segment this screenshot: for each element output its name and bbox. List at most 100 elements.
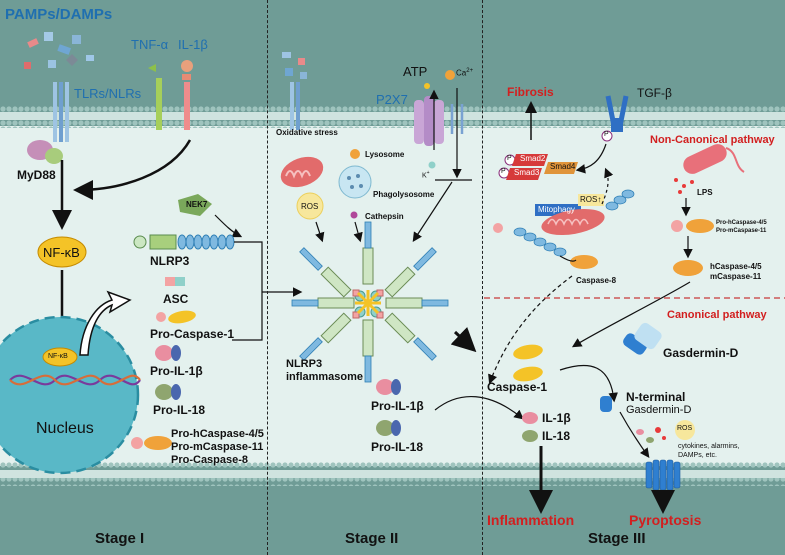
- caspase8-label: Caspase-8: [576, 276, 617, 285]
- il1b-protein: [522, 412, 538, 424]
- bacterium-icon: [683, 144, 745, 174]
- mitochondrion-icon: [280, 156, 324, 188]
- nlrp3-inflammasome-complex: [291, 221, 449, 383]
- pro-casp45-label-1: Pro-hCaspase-4/5: [716, 220, 767, 226]
- stage2-pro-il1b-label: Pro-IL-1β: [371, 399, 424, 413]
- oxidative-stress-label: Oxidative stress: [276, 128, 338, 137]
- nek7-protein: [178, 194, 212, 216]
- tnf-label: TNF-α: [131, 37, 169, 52]
- pamps-damps-title: PAMPs/DAMPs: [5, 6, 113, 23]
- pro-casp45-label-2: Pro-mCaspase-11: [716, 228, 767, 234]
- atp-label: ATP: [403, 64, 428, 79]
- ion-channel: [450, 104, 464, 134]
- phagolysosome-label: Phagolysosome: [373, 190, 435, 199]
- pro-caspase-group-2: Pro-mCaspase-11: [171, 441, 264, 453]
- nfkb-small-label: NF-κB: [48, 353, 68, 360]
- mitophagy-label: Mitophagy: [538, 205, 575, 214]
- tnf-receptor: [148, 64, 162, 130]
- damps-label-1: cytokines, alarmins,: [678, 443, 740, 450]
- nek7-label: NEK7: [186, 200, 208, 209]
- nfkb-node: [37, 236, 87, 268]
- tgfb-label: TGF-β: [637, 86, 672, 100]
- arrow-il1-nfkb: [73, 139, 192, 200]
- stage2-pro-il1b-protein: [376, 379, 401, 395]
- smad4-shape: [544, 162, 578, 174]
- atp-icon: [424, 83, 430, 89]
- pro-caspase1-protein: [156, 310, 196, 324]
- pro-il1b-label: Pro-IL-1β: [150, 364, 203, 378]
- pro-caspase1-label: Pro-Caspase-1: [150, 327, 235, 341]
- pro-il18-label: Pro-IL-18: [153, 403, 206, 417]
- asc-protein: [165, 277, 185, 286]
- helix-protein: [513, 189, 635, 257]
- cathepsin-label: Cathepsin: [365, 212, 404, 221]
- stage2-receptor: [290, 82, 300, 130]
- gasdermin-label: Gasdermin-D: [663, 346, 739, 360]
- smad-p2-label: P: [501, 168, 506, 175]
- hcaspase-label-1: hCaspase-4/5: [710, 262, 762, 271]
- noncanonical-label: Non-Canonical pathway: [650, 134, 775, 146]
- nterminal-gasdermin-icon: [600, 396, 612, 412]
- p2x7-channel: [414, 96, 444, 146]
- damps-label-2: DAMPs, etc.: [678, 452, 717, 459]
- nfkb-label: NF-κB: [43, 245, 80, 260]
- ros-cluster-icon: [675, 420, 695, 440]
- pro-caspase-group-3: Pro-Caspase-8: [171, 454, 249, 466]
- nfkb-small-node: [42, 347, 78, 367]
- lysosome-label: Lysosome: [365, 150, 405, 159]
- smad2-label: Smad2: [520, 154, 546, 163]
- inflammasome-label-2: inflammasome: [286, 371, 364, 383]
- pro-il18-protein: [155, 384, 181, 400]
- inflammasome-label-1: NLRP3: [286, 358, 323, 370]
- ros-up-label: ROS↑: [580, 195, 602, 204]
- nterminal-label-2: Gasdermin-D: [626, 404, 692, 416]
- stage3-label: Stage III: [588, 530, 646, 547]
- pyroptosis-label: Pyroptosis: [629, 512, 702, 528]
- stage1-label: Stage I: [95, 530, 145, 547]
- stage2-particles: [282, 52, 307, 79]
- pamp-particles: [24, 32, 94, 69]
- il1b-top-label: IL-1β: [178, 37, 208, 52]
- gasdermin-d-protein: [623, 322, 662, 355]
- stage1-to-stage2-bracket: [232, 241, 263, 341]
- lysosome-icon: [350, 149, 360, 159]
- stage2-pro-il18-protein: [376, 420, 401, 436]
- cathepsin-icon: [350, 211, 358, 219]
- pro-caspase-group-protein: [131, 436, 172, 450]
- hcaspase-label-2: mCaspase-11: [710, 272, 762, 281]
- nucleus: [0, 315, 140, 475]
- il1b-receptor: [181, 60, 193, 130]
- caspase1-protein: [513, 344, 543, 382]
- arrow-stage2-stage3: [450, 326, 477, 353]
- il1b-label: IL-1β: [542, 411, 571, 425]
- phagolysosome-icon: [338, 165, 372, 199]
- gasdermin-pore: [645, 459, 681, 491]
- pro-il1b-protein: [155, 345, 181, 361]
- smad-p1-label: P: [507, 155, 512, 162]
- k-label: K+: [422, 170, 430, 180]
- stage-divider-2: [482, 0, 483, 555]
- fibrosis-label: Fibrosis: [507, 85, 554, 99]
- stage2-pro-il18-label: Pro-IL-18: [371, 440, 424, 454]
- smad4-label: Smad4: [550, 162, 576, 171]
- tgfb-receptor: [605, 95, 629, 132]
- inflammation-label: Inflammation: [487, 512, 575, 528]
- p2x7-label: P2X7: [376, 92, 408, 107]
- phospho-p-label: P: [604, 131, 609, 138]
- asc-label: ASC: [163, 292, 189, 306]
- pro-casp45-protein: [671, 219, 714, 233]
- smad2-shape: [512, 154, 548, 166]
- cytokine-dots: [636, 427, 666, 443]
- smad3-label: Smad3: [514, 168, 540, 177]
- caspase1-label: Caspase-1: [487, 380, 548, 394]
- hcaspase-protein: [673, 260, 703, 276]
- il18-protein: [522, 430, 538, 442]
- nterminal-label-1: N-terminal: [626, 390, 686, 404]
- caspase8-protein: [570, 255, 598, 269]
- ros-burst-icon: [296, 192, 324, 220]
- smad3-shape: [506, 168, 542, 180]
- tlr-receptor: [53, 82, 69, 142]
- calcium-icon: [445, 70, 455, 80]
- transcription-arrow: [79, 290, 132, 356]
